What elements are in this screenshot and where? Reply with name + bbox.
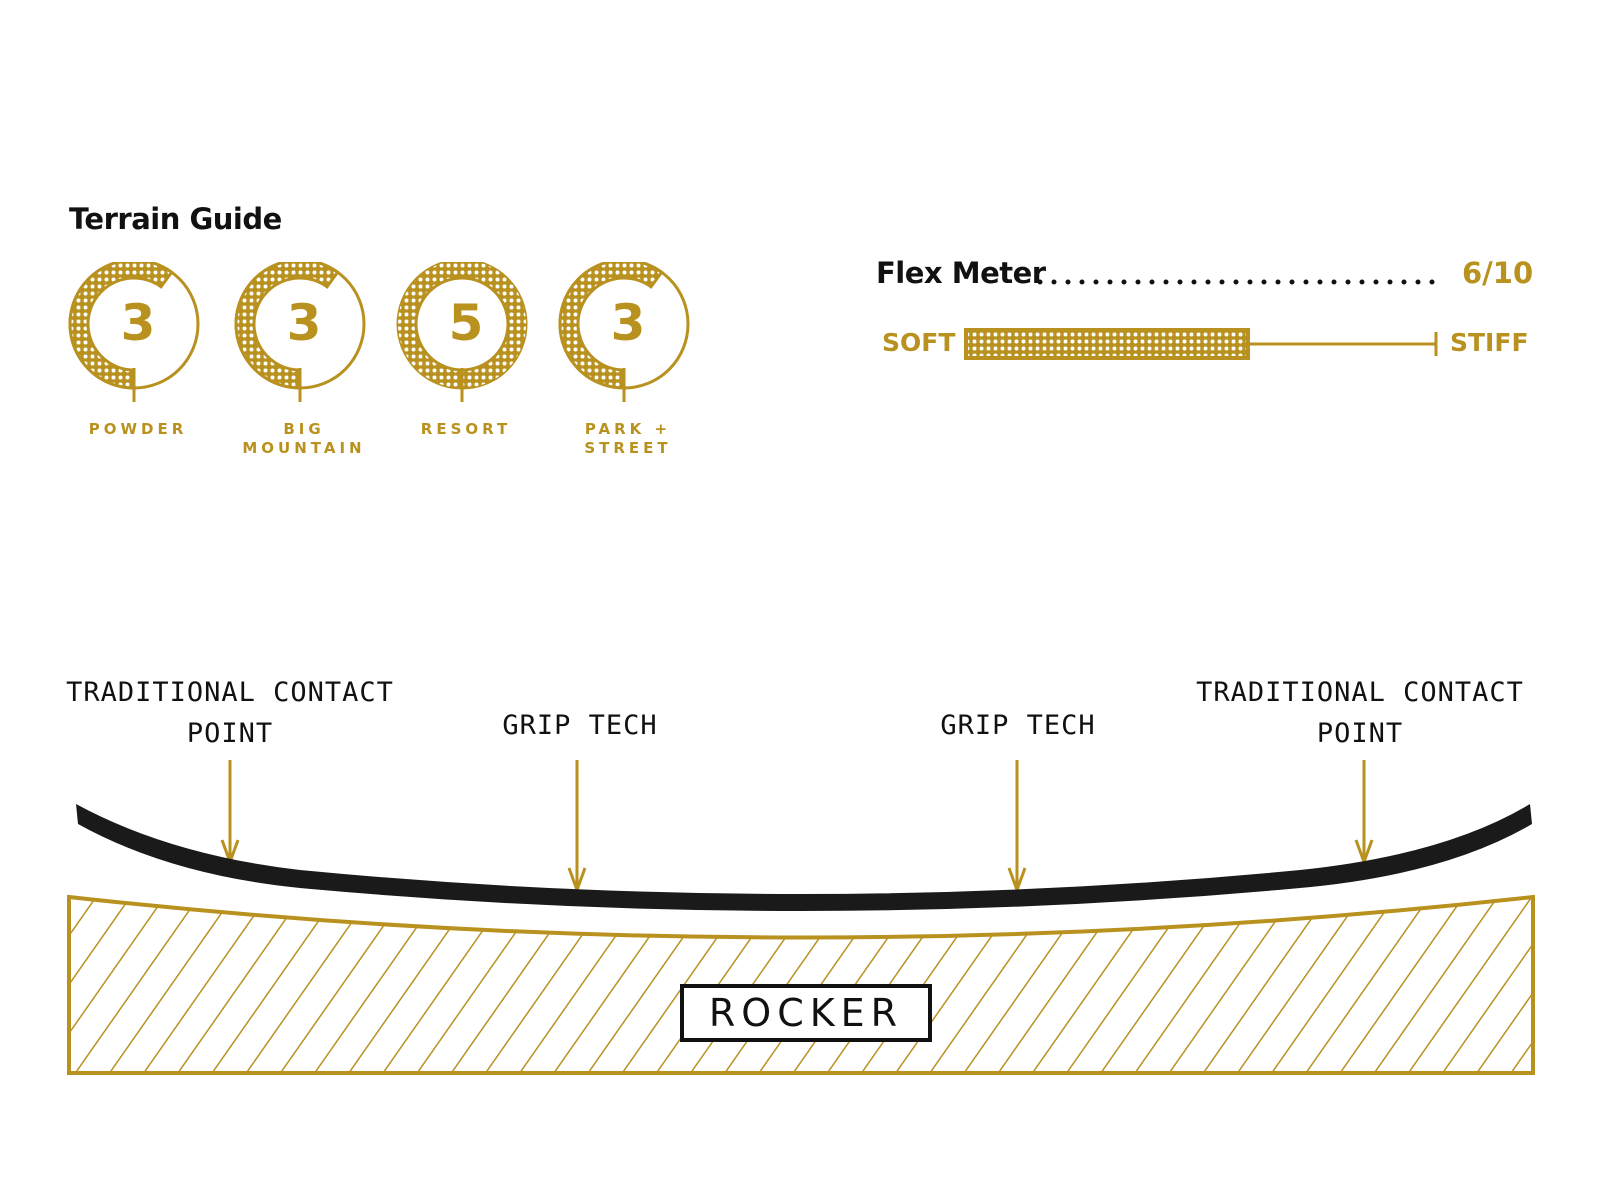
rating-number: 3 bbox=[120, 294, 156, 352]
profile-type-label: ROCKER bbox=[680, 984, 932, 1042]
flex-meter-value: 6/10 bbox=[1462, 256, 1534, 290]
terrain-label: BIG MOUNTAIN bbox=[242, 420, 366, 457]
arrow-grip-tech-left bbox=[567, 760, 587, 895]
rating-ring bbox=[234, 262, 366, 402]
rating-ring bbox=[558, 262, 690, 402]
callout-traditional-contact-left: TRADITIONAL CONTACT POINT bbox=[66, 677, 394, 749]
flex-meter-bar bbox=[964, 328, 1438, 360]
arrow-grip-tech-right bbox=[1007, 760, 1027, 895]
terrain-label: RESORT bbox=[420, 420, 512, 438]
terrain-gauge-resort: 5 RESORT bbox=[396, 262, 536, 462]
callout-traditional-contact-right: TRADITIONAL CONTACT POINT bbox=[1196, 677, 1524, 749]
flex-stiff-label: STIFF bbox=[1450, 328, 1529, 357]
snowboard-profile bbox=[76, 804, 1532, 911]
rating-number: 5 bbox=[448, 294, 484, 352]
terrain-guide-title: Terrain Guide bbox=[69, 202, 282, 236]
callout-grip-tech-left: GRIP TECH bbox=[502, 710, 658, 741]
rating-fill bbox=[234, 262, 340, 390]
rating-fill bbox=[558, 262, 664, 390]
arrow-traditional-contact-left bbox=[220, 760, 240, 867]
flex-soft-label: SOFT bbox=[882, 328, 956, 357]
terrain-label: POWDER bbox=[88, 420, 188, 438]
flex-meter-title: Flex Meter bbox=[876, 256, 1046, 290]
terrain-gauge-park-street: 3 PARK + STREET bbox=[558, 262, 698, 462]
flex-dotted-leader bbox=[1037, 279, 1449, 285]
rating-ring bbox=[68, 262, 200, 402]
rating-fill bbox=[68, 262, 174, 390]
terrain-gauge-powder: 3 POWDER bbox=[68, 262, 208, 462]
terrain-label: PARK + STREET bbox=[584, 420, 672, 457]
rating-ring bbox=[396, 262, 528, 402]
rating-number: 3 bbox=[286, 294, 322, 352]
flex-fill bbox=[964, 328, 1250, 360]
terrain-gauge-big-mountain: 3 BIG MOUNTAIN bbox=[234, 262, 374, 462]
rating-number: 3 bbox=[610, 294, 646, 352]
arrow-traditional-contact-right bbox=[1354, 760, 1374, 867]
callout-grip-tech-right: GRIP TECH bbox=[940, 710, 1096, 741]
